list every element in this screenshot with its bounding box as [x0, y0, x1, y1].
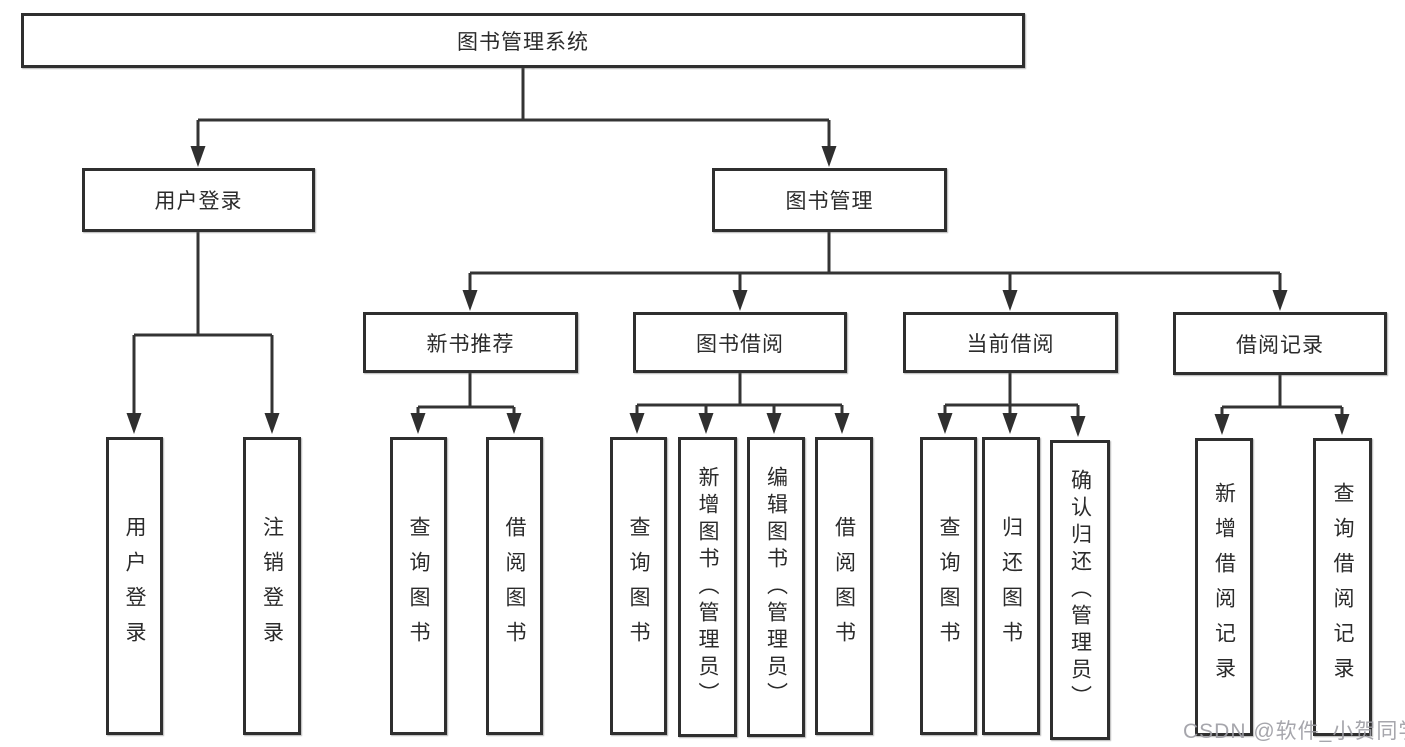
- leaf-query-books-2-label: 查询图书: [627, 516, 650, 656]
- node-book-management-label: 图书管理: [785, 190, 874, 213]
- leaf-query-books-1-label: 查询图书: [407, 516, 430, 656]
- csdn-watermark: CSDN @软件_小贺同学: [1183, 720, 1405, 743]
- leaf-user-login: 用户登录: [106, 437, 163, 735]
- leaf-logout: 注销登录: [243, 437, 301, 735]
- leaf-add-books-admin-label: 新增图书（管理员）: [696, 465, 719, 709]
- leaf-borrow-books-2: 借阅图书: [815, 437, 873, 735]
- node-borrow-records-label: 借阅记录: [1236, 333, 1324, 357]
- node-root-label: 图书管理系统: [457, 30, 589, 54]
- leaf-edit-books-admin: 编辑图书（管理员）: [747, 437, 805, 737]
- leaf-query-books-1: 查询图书: [390, 437, 447, 735]
- leaf-confirm-return-admin: 确认归还（管理员）: [1050, 440, 1110, 740]
- leaf-return-books: 归还图书: [982, 437, 1040, 735]
- node-current-borrow: 当前借阅: [903, 312, 1118, 373]
- node-book-borrow: 图书借阅: [633, 312, 847, 373]
- node-new-book-recommend-label: 新书推荐: [426, 332, 515, 356]
- leaf-add-books-admin: 新增图书（管理员）: [678, 437, 737, 737]
- leaf-query-borrow-record-label: 查询借阅记录: [1331, 482, 1354, 692]
- leaf-add-borrow-record-label: 新增借阅记录: [1212, 482, 1236, 692]
- node-borrow-records: 借阅记录: [1173, 312, 1387, 375]
- leaf-query-books-2: 查询图书: [610, 437, 667, 735]
- leaf-query-books-3: 查询图书: [920, 437, 977, 735]
- leaf-borrow-books-1: 借阅图书: [486, 437, 543, 735]
- node-book-borrow-label: 图书借阅: [696, 332, 784, 356]
- leaf-add-borrow-record: 新增借阅记录: [1195, 438, 1253, 736]
- leaf-query-books-3-label: 查询图书: [937, 516, 960, 656]
- node-book-management: 图书管理: [712, 168, 947, 232]
- node-root: 图书管理系统: [21, 13, 1025, 68]
- leaf-logout-label: 注销登录: [260, 516, 284, 656]
- node-user-login: 用户登录: [82, 168, 315, 232]
- leaf-edit-books-admin-label: 编辑图书（管理员）: [764, 465, 788, 709]
- leaf-return-books-label: 归还图书: [999, 516, 1023, 656]
- node-current-borrow-label: 当前借阅: [966, 332, 1055, 356]
- leaf-user-login-label: 用户登录: [123, 516, 146, 656]
- node-user-login-label: 用户登录: [154, 190, 243, 213]
- leaf-query-borrow-record: 查询借阅记录: [1313, 438, 1372, 736]
- leaf-confirm-return-admin-label: 确认归还（管理员）: [1068, 468, 1092, 712]
- node-new-book-recommend: 新书推荐: [363, 312, 578, 373]
- leaf-borrow-books-2-label: 借阅图书: [832, 516, 856, 656]
- leaf-borrow-books-1-label: 借阅图书: [503, 516, 526, 656]
